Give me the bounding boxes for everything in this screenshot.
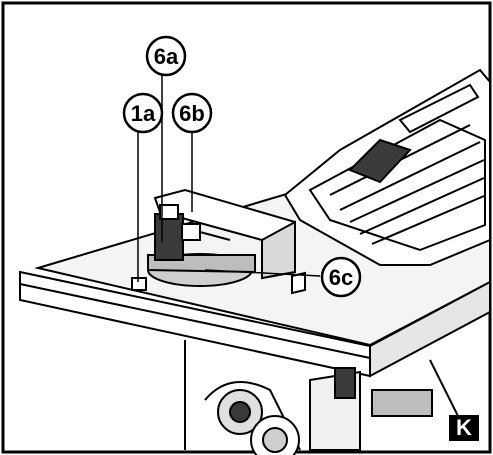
blade-guard [283, 68, 491, 266]
callout-1a-label: 1a [131, 101, 156, 126]
callout-6b: 6b [171, 92, 213, 134]
callout-6a: 6a [145, 35, 187, 77]
panel-label-badge: K [449, 415, 479, 441]
miter-slot [131, 277, 147, 291]
saw-base-housing [184, 340, 471, 455]
callout-6b-label: 6b [179, 101, 205, 126]
callout-6a-label: 6a [154, 44, 179, 69]
callout-6c-label: 6c [329, 265, 353, 290]
miter-gauge [147, 188, 306, 295]
leader-lines [137, 72, 321, 282]
callout-1a: 1a [122, 92, 164, 134]
callout-6c: 6c [320, 256, 362, 298]
